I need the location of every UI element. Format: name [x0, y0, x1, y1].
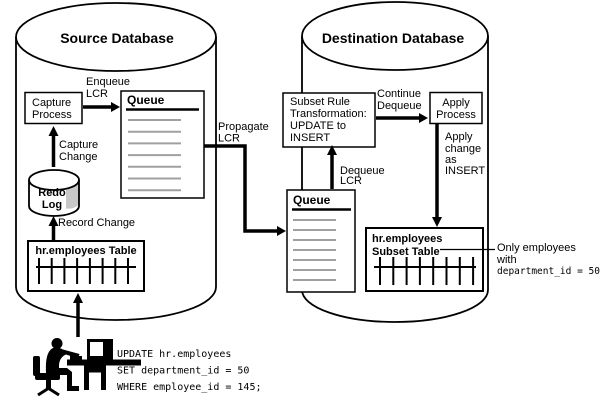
- propagate-arrow: Propagate LCR: [204, 121, 286, 236]
- subset-callout: Only employees with department_id = 50: [440, 242, 600, 277]
- subset-table-box: [365, 227, 484, 292]
- desk: [67, 359, 141, 366]
- apply-process-label: Process: [436, 109, 476, 121]
- source-database-cylinder-icon: Source Database: [15, 2, 217, 321]
- propagate-arrowhead-icon: [277, 226, 286, 236]
- destination-db-title: Destination Database: [322, 30, 465, 46]
- sql-line: SET department_id = 50: [117, 366, 249, 377]
- redo-log-body: [28, 180, 80, 217]
- capture-change-label: Capture: [59, 139, 98, 151]
- subset-rule-label: Subset Rule: [290, 96, 350, 108]
- callout-code: department_id = 50: [497, 266, 600, 277]
- source-db-title: Source Database: [60, 30, 174, 46]
- callout-label: Only employees: [497, 242, 576, 254]
- destination-queue-title: Queue: [293, 193, 331, 207]
- source-queue-box: [120, 90, 205, 199]
- propagate-arrow-shaft: [204, 144, 277, 233]
- continue-dequeue-arrowhead-icon: [419, 113, 428, 123]
- person-head: [51, 338, 63, 349]
- source-cylinder-body: [15, 37, 217, 321]
- apply-change-arrowhead-icon: [432, 217, 442, 227]
- chair-back: [33, 356, 40, 376]
- capture-process-label: Process: [32, 109, 72, 121]
- apply-process-label: Apply: [442, 97, 470, 109]
- subset-rule-label: INSERT: [290, 132, 330, 144]
- apply-change-label: as: [445, 154, 457, 166]
- record-change-label: Record Change: [58, 217, 135, 229]
- dequeue-arrow: Dequeue LCR: [327, 145, 385, 189]
- continue-dequeue-arrow: Continue Dequeue: [376, 88, 428, 123]
- subset-rule-transformation: Subset Rule Transformation: UPDATE to IN…: [282, 92, 376, 148]
- subset-rule-label: UPDATE to: [290, 120, 346, 132]
- redo-log-top: [28, 169, 80, 191]
- capture-process-label: Capture: [32, 97, 71, 109]
- destination-cylinder-body: [301, 36, 489, 323]
- user-statement-arrow: [73, 293, 83, 337]
- apply-process: Apply Process: [429, 91, 483, 125]
- source-queue-stripes: [128, 119, 181, 192]
- chair-pole: [46, 380, 51, 390]
- capture-change-arrowhead-icon: [48, 126, 59, 136]
- source-cylinder-top: [15, 2, 217, 72]
- redo-log-label: Redo: [38, 187, 66, 199]
- subset-table-title: Subset Table: [372, 246, 440, 258]
- callout-label: with: [496, 254, 517, 266]
- person-legs: [46, 368, 79, 391]
- propagate-label: Propagate: [218, 121, 269, 133]
- subset-table-grid-icon: [374, 257, 476, 285]
- apply-change-label: change: [445, 143, 481, 155]
- person-at-computer-icon: [33, 338, 141, 397]
- record-change-arrowhead-icon: [48, 216, 59, 226]
- sql-line: WHERE employee_id = 145;: [117, 382, 262, 393]
- monitor-screen: [90, 342, 103, 356]
- employees-table-grid-icon: [36, 258, 136, 284]
- continue-dequeue-label: Continue: [377, 88, 421, 100]
- dequeue-label: LCR: [340, 175, 362, 187]
- enqueue-label: Enqueue: [86, 76, 130, 88]
- source-queue-title: Queue: [127, 93, 165, 107]
- employees-table-title: hr.employees Table: [35, 245, 136, 257]
- capture-process-box: [24, 91, 83, 125]
- subset-rule-box: [282, 92, 376, 148]
- subset-table: hr.employees Subset Table: [365, 227, 484, 292]
- apply-change-label: Apply: [445, 131, 473, 143]
- desk-leg: [84, 365, 106, 390]
- record-change-arrow: Record Change: [48, 216, 135, 240]
- user-statement-arrowhead-icon: [73, 293, 83, 303]
- sql-statement: UPDATE hr.employees SET department_id = …: [117, 349, 262, 393]
- continue-dequeue-label: Dequeue: [377, 100, 422, 112]
- subset-table-title: hr.employees: [372, 233, 442, 245]
- sql-line: UPDATE hr.employees: [117, 349, 231, 360]
- enqueue-label: LCR: [86, 88, 108, 100]
- apply-change-label: INSERT: [445, 165, 485, 177]
- keyboard: [70, 356, 82, 360]
- destination-queue: Queue: [286, 189, 356, 293]
- destination-database-cylinder-icon: Destination Database: [301, 1, 489, 323]
- chair-leg: [37, 386, 50, 397]
- destination-queue-stripes: [293, 219, 336, 281]
- capture-change-label: Change: [59, 151, 98, 163]
- redo-log-label: Log: [42, 199, 62, 211]
- enqueue-arrowhead-icon: [111, 102, 120, 112]
- enqueue-arrow: Enqueue LCR: [83, 76, 130, 112]
- dequeue-arrowhead-icon: [327, 145, 337, 155]
- capture-change-arrow: Capture Change: [48, 126, 98, 167]
- redo-log-cylinder-icon: Redo Log: [28, 169, 80, 217]
- dequeue-label: Dequeue: [340, 165, 385, 177]
- source-queue: Queue: [120, 90, 205, 199]
- apply-process-box: [429, 91, 483, 125]
- destination-cylinder-top: [301, 1, 489, 71]
- employees-table: hr.employees Table: [27, 240, 145, 292]
- capture-process: Capture Process: [24, 91, 83, 125]
- propagate-label: LCR: [218, 133, 240, 145]
- apply-change-arrow: Apply change as INSERT: [432, 124, 485, 227]
- subset-rule-label: Transformation:: [290, 108, 367, 120]
- chair-leg: [47, 386, 60, 397]
